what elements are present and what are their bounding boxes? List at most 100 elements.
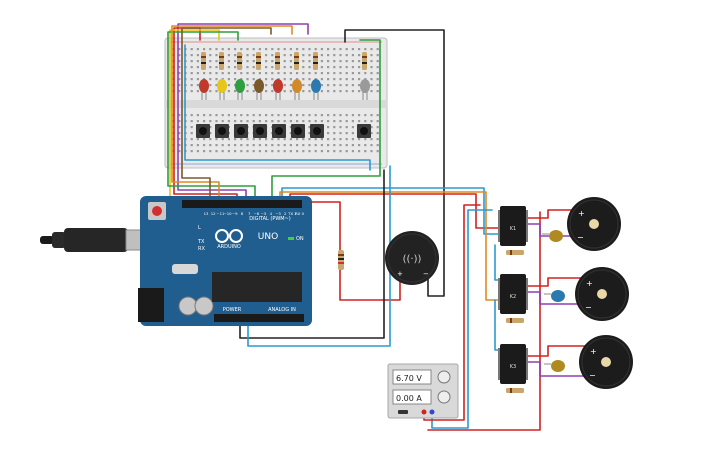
resistor [338, 250, 344, 270]
buzzer-plus-label: + [586, 279, 593, 288]
led [217, 79, 227, 100]
pushbutton[interactable] [196, 124, 210, 138]
breadboard-resistor [201, 52, 206, 70]
breadboard-resistor [362, 52, 367, 70]
breadboard-resistor [275, 52, 280, 70]
power-supply[interactable]: 6.70 V 0.00 A [387, 363, 459, 419]
breadboard-resistor [313, 52, 318, 70]
digital-pin-label: 2 [284, 211, 287, 216]
current-readout: 0.00 A [396, 394, 422, 403]
buzzer[interactable]: +− [579, 335, 633, 389]
relay-resistor [506, 250, 524, 255]
pushbutton[interactable] [291, 124, 305, 138]
voltage-readout: 6.70 V [396, 374, 422, 383]
indicator-led [542, 230, 563, 242]
wire-green-right [271, 39, 381, 203]
pushbutton[interactable] [272, 124, 286, 138]
power-analog-header[interactable] [214, 314, 304, 322]
pushbutton[interactable] [357, 124, 371, 138]
piezo-buzzer[interactable]: ((·)) + − [385, 231, 439, 285]
relay: K2 [498, 274, 528, 314]
wire-orange [171, 25, 293, 203]
atmega-chip [212, 272, 302, 302]
buzzer-plus-label: + [578, 209, 585, 218]
arduino-logo [215, 229, 243, 243]
relay-label: K3 [510, 364, 516, 370]
digital-pin-label: ~10 [224, 211, 233, 216]
led [273, 79, 283, 100]
power-led [288, 237, 294, 240]
buzzer[interactable]: +− [567, 197, 621, 251]
breadboard-resistor [294, 52, 299, 70]
led [360, 79, 370, 100]
indicator-leds [542, 230, 565, 372]
wire-red-b3 [527, 345, 595, 357]
digital-pin-label: ~9 [232, 211, 238, 216]
breadboard-pushbuttons[interactable] [196, 124, 371, 138]
buzzer[interactable]: +− [575, 267, 629, 321]
piezo-plus-label: + [397, 270, 403, 278]
pushbutton[interactable] [234, 124, 248, 138]
led-l-label: L [198, 225, 201, 231]
digital-pin-label: ~6 [254, 211, 260, 216]
negative-terminal[interactable] [429, 409, 435, 415]
wire-black-top [344, 29, 445, 297]
digital-pin-label: ~11 [216, 211, 225, 216]
wire-blue-supply [431, 209, 493, 429]
relay-resistor [506, 318, 524, 323]
digital-pin-label: ~3 [275, 211, 281, 216]
pushbutton[interactable] [310, 124, 324, 138]
wire-green [167, 31, 256, 203]
pushbutton[interactable] [215, 124, 229, 138]
wire-red-piezo [299, 201, 401, 301]
breadboard-resistor [256, 52, 261, 70]
digital-pin-label: 12 [211, 211, 216, 216]
pushbutton[interactable] [253, 124, 267, 138]
current-knob[interactable] [437, 390, 451, 404]
arduino-model-label: UNO [258, 232, 278, 242]
relay-label: K2 [510, 294, 516, 300]
digital-header-label: DIGITAL (PWM~) [249, 216, 291, 222]
led [235, 79, 245, 100]
wire-brown [181, 27, 272, 203]
analog-header-label: ANALOG IN [268, 307, 296, 313]
wire-purple [177, 23, 309, 203]
wire-purple-b3 [527, 361, 585, 377]
wire-purple-b2 [527, 291, 581, 305]
led-rx-label: RX [198, 246, 205, 252]
led-tx-label: TX [197, 239, 205, 245]
breadboard-leds [199, 52, 370, 100]
arduino-uno-board[interactable]: ARDUINO UNO DIGITAL (PWM~) POWER ANALOG … [138, 196, 312, 326]
digital-pin-label: 7 [248, 211, 251, 216]
relay-label: K1 [510, 226, 516, 232]
led [254, 79, 264, 100]
digital-pin-label: TX 1 [287, 211, 297, 216]
power-header-label: POWER [223, 307, 242, 313]
buzzers: +−+−+− [567, 197, 633, 389]
led [311, 79, 321, 100]
on-label: ON [296, 236, 304, 242]
indicator-led [544, 290, 565, 302]
positive-terminal[interactable] [421, 409, 427, 415]
wire-red-buzzer [427, 211, 541, 431]
piezo-minus-label: − [423, 270, 429, 278]
buzzer-minus-label: − [589, 371, 596, 380]
buzzer-minus-label: − [577, 233, 584, 242]
buzzer-minus-label: − [585, 303, 592, 312]
arduino-brand-label: ARDUINO [217, 244, 241, 250]
digital-header[interactable] [182, 200, 302, 208]
led [292, 79, 302, 100]
buzzer-plus-label: + [590, 347, 597, 356]
wire-red-b2 [527, 277, 595, 287]
relay: K1 [498, 206, 528, 246]
reset-button-cap[interactable] [152, 206, 162, 216]
led [199, 79, 209, 100]
breadboard-resistor [219, 52, 224, 70]
breadboard-resistor [237, 52, 242, 70]
digital-pin-label: ~5 [261, 211, 267, 216]
wire-red-b1 [527, 209, 583, 219]
voltage-knob[interactable] [437, 370, 451, 384]
